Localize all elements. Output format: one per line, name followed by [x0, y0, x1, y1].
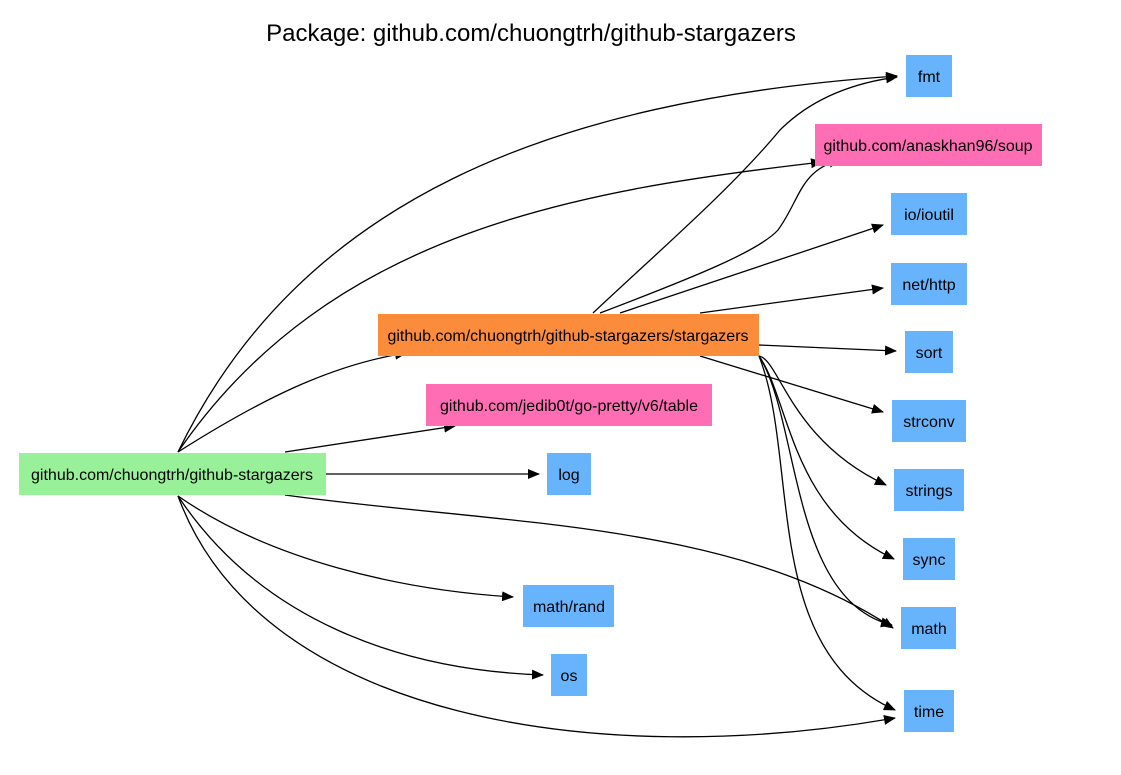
node-time[interactable]: time	[904, 690, 954, 732]
node-os-box	[551, 654, 587, 696]
nodes-layer: github.com/chuongtrh/github-stargazers g…	[19, 55, 1042, 732]
node-math-box	[901, 607, 956, 649]
node-strconv-label: strconv	[903, 414, 955, 431]
node-log-box	[547, 453, 591, 495]
edge-root-to-stargazers	[177, 349, 407, 453]
node-mathrand-box	[523, 585, 614, 627]
node-root-label: github.com/chuongtrh/github-stargazers	[31, 467, 313, 484]
edge-root-to-time	[177, 495, 896, 738]
node-soup[interactable]: github.com/anaskhan96/soup	[815, 124, 1042, 166]
node-fmt[interactable]: fmt	[906, 55, 952, 97]
node-ioutil-box	[891, 193, 967, 235]
edge-root-to-mathrand	[177, 495, 514, 602]
node-stargazers-box	[378, 314, 759, 356]
node-nethttp[interactable]: net/http	[891, 263, 967, 305]
node-sort-label: sort	[916, 345, 943, 362]
node-nethttp-box	[891, 263, 967, 305]
node-sync-box	[903, 538, 955, 580]
edge-root-to-os	[177, 495, 544, 680]
node-strings-box	[894, 469, 964, 511]
edge-stargazers-to-strconv	[699, 355, 884, 414]
node-table[interactable]: github.com/jedib0t/go-pretty/v6/table	[426, 384, 712, 426]
edge-stargazers-to-sort	[758, 344, 897, 356]
node-fmt-box	[906, 55, 952, 97]
node-sync[interactable]: sync	[903, 538, 955, 580]
edge-root-to-math	[284, 494, 894, 629]
graph-title: Package: github.com/chuongtrh/github-sta…	[266, 20, 796, 47]
edge-root-to-soup	[177, 158, 823, 453]
node-math-label: math	[911, 621, 947, 638]
node-stargazers[interactable]: github.com/chuongtrh/github-stargazers/s…	[378, 314, 759, 356]
node-root[interactable]: github.com/chuongtrh/github-stargazers	[19, 453, 326, 495]
edge-stargazers-to-strings	[758, 355, 887, 486]
edge-root-to-fmt	[177, 71, 898, 453]
node-os-label: os	[561, 668, 578, 685]
node-strconv-box	[892, 400, 966, 442]
node-nethttp-label: net/http	[902, 277, 955, 294]
node-fmt-label: fmt	[918, 69, 941, 86]
node-strings-label: strings	[905, 483, 952, 500]
node-time-label: time	[914, 704, 944, 721]
node-strings[interactable]: strings	[894, 469, 964, 511]
node-ioutil[interactable]: io/ioutil	[891, 193, 967, 235]
node-sort[interactable]: sort	[905, 331, 953, 373]
node-log[interactable]: log	[547, 453, 591, 495]
edges-layer	[177, 71, 898, 738]
node-stargazers-label: github.com/chuongtrh/github-stargazers/s…	[387, 328, 748, 345]
edge-stargazers-to-time	[758, 355, 896, 711]
node-os[interactable]: os	[551, 654, 587, 696]
node-soup-label: github.com/anaskhan96/soup	[823, 138, 1032, 155]
node-time-box	[904, 690, 954, 732]
node-strconv[interactable]: strconv	[892, 400, 966, 442]
edge-stargazers-to-fmt	[592, 73, 898, 314]
edge-stargazers-to-math	[758, 355, 893, 628]
edge-stargazers-to-soup	[599, 157, 841, 314]
edge-stargazers-to-nethttp	[699, 284, 884, 314]
node-soup-box	[815, 124, 1042, 166]
node-sync-label: sync	[913, 552, 946, 569]
node-mathrand-label: math/rand	[533, 599, 605, 616]
node-table-box	[426, 384, 712, 426]
node-root-box	[19, 453, 326, 495]
edge-stargazers-to-sync	[758, 355, 895, 560]
node-table-label: github.com/jedib0t/go-pretty/v6/table	[440, 398, 698, 415]
edge-root-to-table	[284, 422, 456, 453]
node-math[interactable]: math	[901, 607, 956, 649]
node-log-label: log	[558, 467, 579, 484]
node-ioutil-label: io/ioutil	[904, 207, 954, 224]
edge-stargazers-to-ioutil	[619, 223, 884, 314]
node-mathrand[interactable]: math/rand	[523, 585, 614, 627]
node-sort-box	[905, 331, 953, 373]
